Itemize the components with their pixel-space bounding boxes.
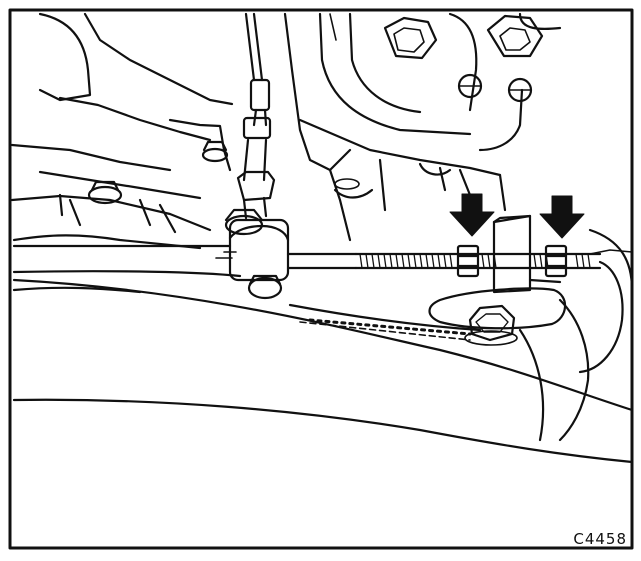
hex-nut-top-right: [486, 14, 544, 58]
arrow-indicator-left: [449, 193, 495, 237]
throttle-cable: [236, 12, 276, 220]
frame-border: [8, 8, 634, 550]
lever-arm: [428, 278, 567, 330]
adjuster-sleeve: [492, 214, 532, 294]
hex-nut-top-left: [383, 16, 438, 60]
arrow-indicator-right: [539, 195, 585, 239]
figure-reference-code: C4458: [573, 530, 627, 548]
lock-nut-right: [544, 244, 568, 278]
lock-nut-left: [456, 244, 480, 278]
carburettor-body: [283, 12, 562, 242]
pulley-right: [518, 228, 634, 442]
hex-nut-lever: [464, 304, 518, 346]
lower-casing: [12, 278, 634, 464]
linkage-rod: [224, 208, 602, 300]
drive-belt: [12, 244, 482, 341]
misc-details: [215, 13, 633, 259]
bolt-heads: [457, 73, 533, 103]
engine-housing: [10, 12, 234, 250]
